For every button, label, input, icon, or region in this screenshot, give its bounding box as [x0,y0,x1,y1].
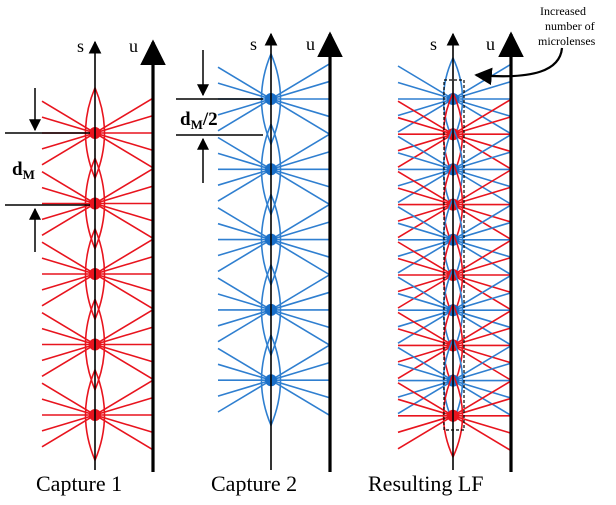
panel-capture-1: s u Capture 1 dM [5,36,166,496]
microlens-highlight-box [443,79,465,431]
microlens-1 [397,57,512,143]
capture-2-s-label: s [250,34,257,54]
panel-resulting-lf: s u Resulting LF Increased number of mic… [368,4,596,496]
capture-2-caption: Capture 2 [211,471,297,496]
capture-2-u-label: u [306,34,315,54]
note-line-3: microlenses [538,34,596,48]
capture-1-microlenses [41,87,154,463]
microlens-5 [41,369,154,463]
microlens-4 [397,163,512,248]
resulting-lf-caption: Resulting LF [368,471,484,496]
microlens-7 [397,268,512,354]
note-curved-arrow [474,47,564,86]
note-line-1: Increased [540,4,586,18]
resulting-lf-microlenses [397,57,512,459]
increased-microlenses-note: Increased number of microlenses [474,4,596,86]
capture-1-s-label: s [77,36,84,56]
panel-capture-2: s u Capture 2 dM/2 [176,31,343,496]
half-pitch-dimension: dM/2 [176,50,263,183]
microlens-5 [397,198,512,283]
microlens-6 [397,233,512,319]
microlens-4 [217,264,331,358]
capture-2-microlenses [217,53,331,428]
pitch-dimension: dM [5,88,90,252]
resulting-lf-u-label: u [486,34,495,54]
microlens-10 [397,374,512,459]
microlens-5 [217,334,331,428]
microlens-8 [397,303,512,389]
note-line-2: number of [545,19,595,33]
pitch-label: dM [12,159,35,182]
microlens-9 [397,339,512,424]
capture-1-u-label: u [129,36,138,56]
microlens-2 [397,92,512,178]
capture-1-caption: Capture 1 [36,471,122,496]
microlens-4 [41,298,154,392]
half-pitch-label: dM/2 [180,109,218,132]
microlens-2 [217,123,331,217]
resulting-lf-s-label: s [430,34,437,54]
microlens-3 [397,127,512,213]
